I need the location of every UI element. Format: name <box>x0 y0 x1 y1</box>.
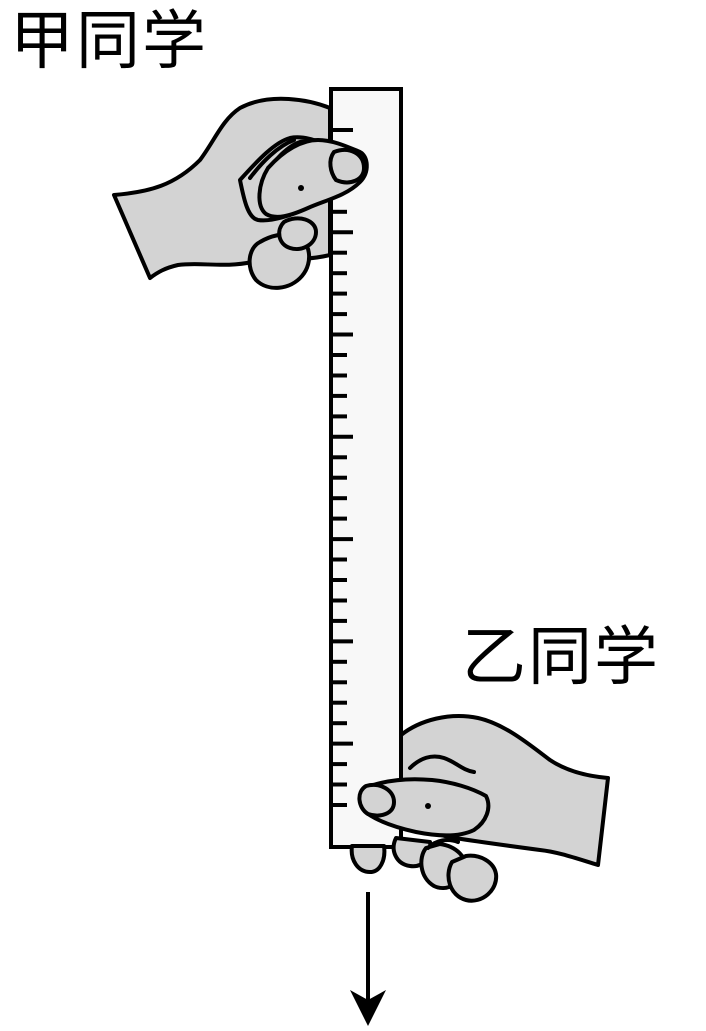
student-a-label: 甲同学 <box>10 5 208 79</box>
bottom-thumb-icon <box>357 777 491 838</box>
student-b-label: 乙同学 <box>462 621 660 695</box>
arrow-down-icon <box>350 892 386 1026</box>
top-thumb-icon <box>248 138 369 219</box>
ruler-icon <box>329 87 403 849</box>
